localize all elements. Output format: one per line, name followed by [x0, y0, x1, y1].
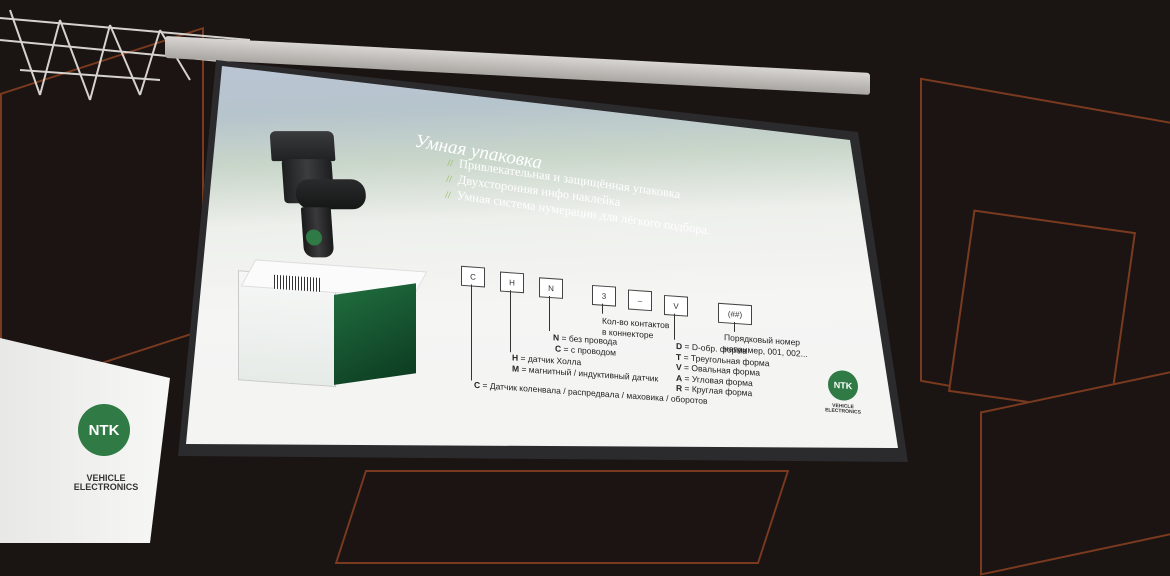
product-package-image — [238, 258, 428, 396]
product-logo-badge — [306, 228, 322, 247]
ntk-logo: NTK — [828, 369, 858, 402]
slide-content: Умная упаковка //Привлекательная и защищ… — [178, 56, 908, 517]
shape-codes: D = D-обр. форма T = Треугольная форма V… — [676, 341, 769, 400]
bullet-marker-icon: // — [445, 173, 453, 186]
code-box: C — [461, 265, 485, 288]
code-box: (##) — [718, 302, 752, 326]
code-line: C = Датчик коленвала / распредвала / мах… — [474, 379, 708, 407]
wire-codes: N = без провода C = с проводом — [553, 332, 617, 358]
application-codes: C = Датчик коленвала / распредвала / мах… — [474, 380, 707, 406]
auditorium-background — [0, 9, 1170, 576]
bullet-list: //Привлекательная и защищённая упаковка … — [445, 155, 768, 247]
banner-brand-text: VEHICLE ELECTRONICS — [73, 473, 139, 493]
code-box: N — [539, 277, 563, 299]
ceiling-truss — [0, 9, 251, 101]
brand-text: VEHICLE ELECTRONICS — [825, 402, 861, 417]
code-box: V — [664, 294, 688, 317]
bullet-marker-icon: // — [447, 157, 454, 170]
sensor-type-codes: H = датчик Холла M = магнитный / индукти… — [512, 352, 658, 384]
code-box: 3 — [592, 284, 616, 307]
bullet-marker-icon: // — [444, 189, 452, 202]
code-box: – — [628, 289, 652, 312]
banner-ntk-logo: NTK — [78, 404, 130, 456]
code-box: H — [500, 271, 524, 294]
